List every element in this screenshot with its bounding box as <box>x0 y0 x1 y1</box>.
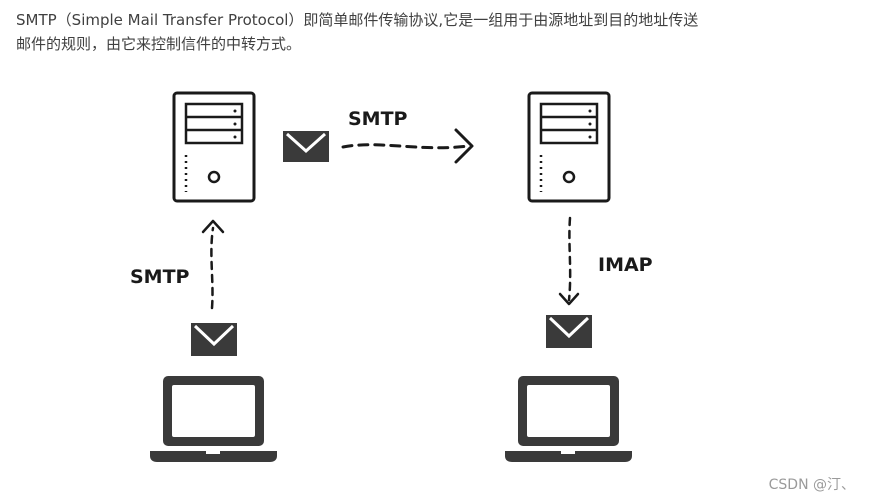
smtp-arrow-right <box>341 128 474 164</box>
smtp-label-server-to-server: SMTP <box>348 108 408 130</box>
receiver-laptop-icon <box>505 376 632 462</box>
receiver-server-icon <box>527 91 611 203</box>
smtp-label-client-to-server: SMTP <box>130 266 190 288</box>
intro-line-2: 邮件的规则，由它来控制信件的中转方式。 <box>16 35 302 53</box>
imap-arrow-down <box>558 216 580 306</box>
watermark: CSDN @汀、 <box>768 477 855 493</box>
envelope-icon <box>283 131 329 162</box>
intro-line-1: SMTP（Simple Mail Transfer Protocol）即简单邮件… <box>16 11 699 29</box>
smtp-arrow-up <box>201 219 225 310</box>
sender-server-icon <box>172 91 256 203</box>
sender-laptop-icon <box>150 376 277 462</box>
envelope-icon <box>546 315 592 348</box>
intro-paragraph: SMTP（Simple Mail Transfer Protocol）即简单邮件… <box>16 8 836 56</box>
imap-label: IMAP <box>598 254 653 276</box>
envelope-icon <box>191 323 237 356</box>
